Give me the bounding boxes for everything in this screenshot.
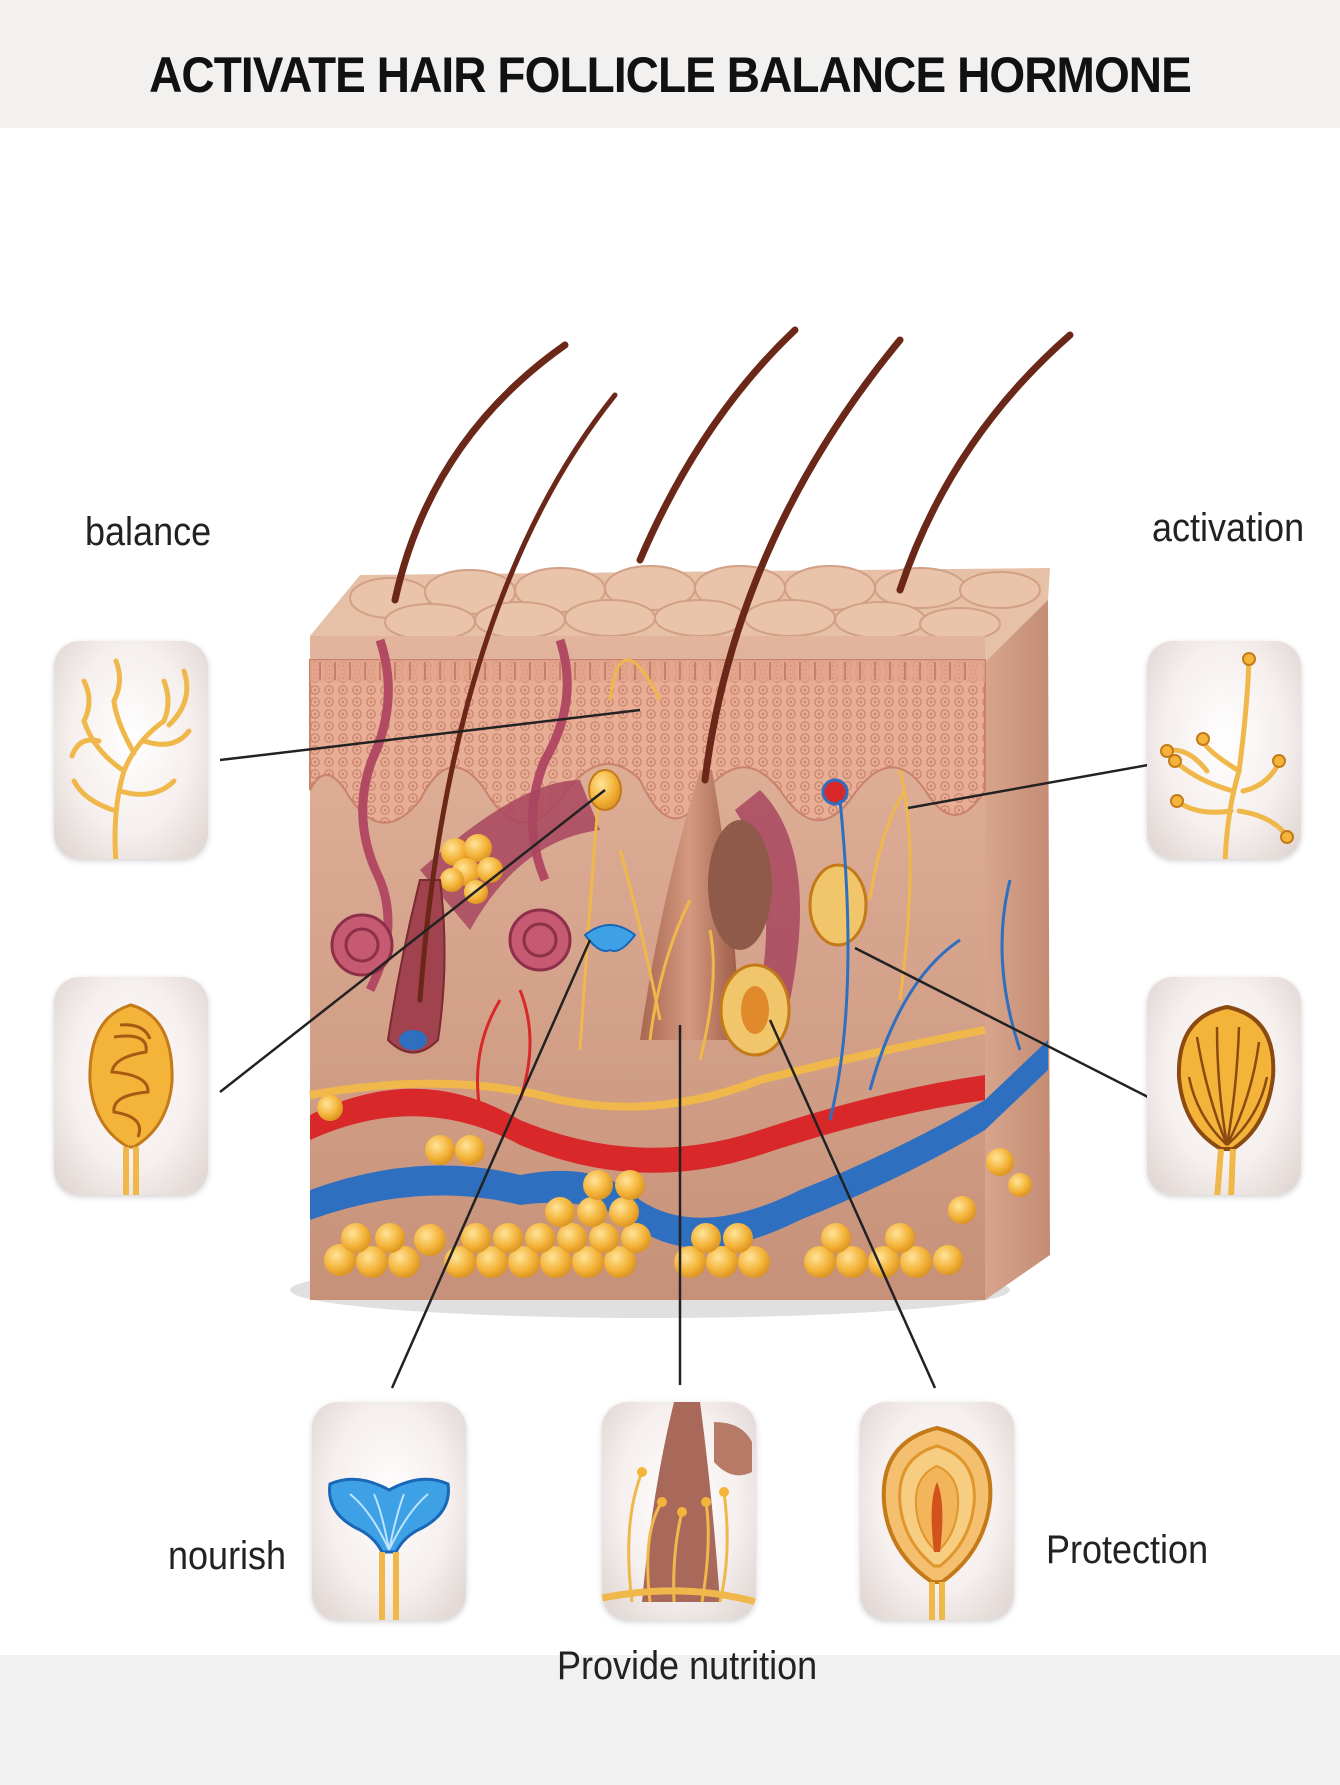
- card-corpuscle-right: [1147, 977, 1301, 1195]
- leader-line-nourish: [390, 939, 592, 1389]
- hair-bulb-left: [386, 879, 446, 1054]
- page-title: ACTIVATE HAIR FOLLICLE BALANCE HORMONE: [149, 47, 1192, 103]
- label-protection: Protection: [1046, 1528, 1209, 1572]
- leader-lines: [219, 708, 1149, 1389]
- artery: [310, 1075, 985, 1173]
- leader-line-left-corpuscle: [219, 789, 606, 1093]
- corneum-stripes: [319, 662, 966, 680]
- papilla-left: [399, 1030, 427, 1050]
- branching-nerve-icon: [69, 658, 192, 859]
- card-activation: [1147, 641, 1301, 859]
- ruffini-corpuscle-icon: [1176, 1004, 1276, 1195]
- sweat-gland-coils: [330, 908, 572, 977]
- card-provide-nutrition: [602, 1402, 756, 1620]
- fat-globules: [317, 1095, 1032, 1278]
- hair-shafts: [391, 326, 1074, 1003]
- free-nerve-ending: [821, 778, 849, 806]
- leader-line-right-corpuscle: [854, 946, 1149, 1099]
- nerve-trunk: [309, 1026, 986, 1111]
- pacinian-core: [741, 986, 769, 1034]
- hair-follicle-center: [640, 770, 740, 1040]
- pacinian-corpuscle-icon: [881, 1425, 993, 1620]
- nerve-ending-knobs-icon: [1160, 652, 1294, 859]
- vein: [310, 1040, 1048, 1248]
- card-protection: [860, 1402, 1014, 1620]
- epidermis-layer: [309, 659, 986, 824]
- leader-line-protection: [768, 1019, 937, 1389]
- card-nourish: [312, 1402, 466, 1620]
- meissner-corpuscle-icon: [88, 1003, 174, 1195]
- label-balance: balance: [85, 510, 212, 554]
- blue-receptor: [583, 924, 637, 952]
- leader-line-activation: [907, 763, 1149, 810]
- bottom-band: [0, 1655, 1340, 1785]
- nerve-fibers: [578, 658, 912, 1061]
- pacinian-corpuscle-right: [808, 863, 868, 947]
- title-band: [0, 0, 1340, 128]
- skin-side-face: [985, 600, 1050, 1300]
- card-corpuscle-left: [54, 977, 208, 1195]
- hair-root-nerves-icon: [602, 1402, 756, 1606]
- skin-surface-bumps: [349, 565, 1041, 641]
- leader-line-balance: [219, 708, 641, 762]
- label-nourish: nourish: [168, 1534, 287, 1578]
- card-balance: [54, 641, 208, 859]
- label-provide-nutrition: Provide nutrition: [557, 1644, 818, 1688]
- sebaceous-gland-center: [708, 820, 772, 950]
- blue-receptor-icon: [328, 1477, 450, 1620]
- label-activation: activation: [1152, 506, 1305, 550]
